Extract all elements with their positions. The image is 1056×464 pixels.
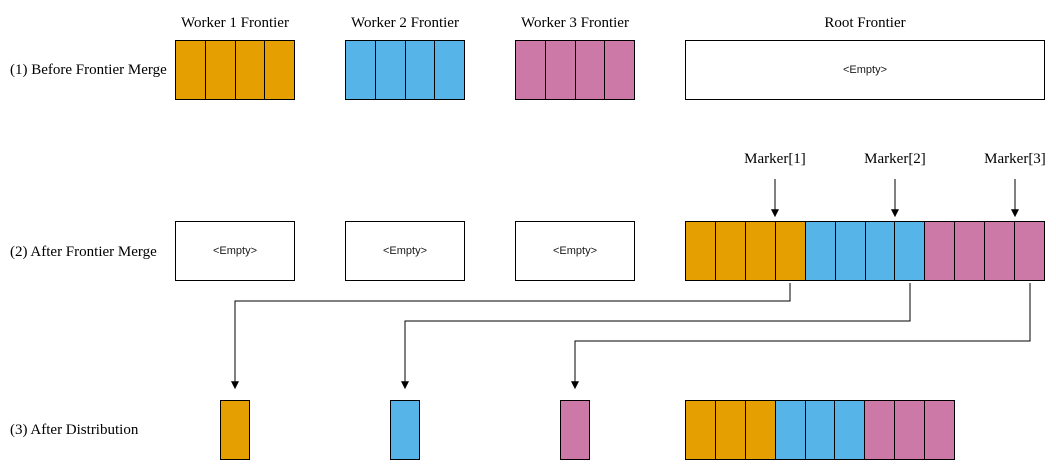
frontier-cell-worker1	[221, 401, 249, 459]
frontier-cell-worker2	[834, 401, 865, 459]
root-frontier-header: Root Frontier	[824, 15, 906, 31]
marker2-label: Marker[2]	[864, 151, 926, 167]
worker1-empty-label: <Empty>	[212, 245, 258, 257]
frontier-cell-worker1	[264, 41, 294, 99]
frontier-cell-worker1	[744, 401, 775, 459]
frontier-cell-worker1	[686, 401, 715, 459]
worker2-distributed-cell	[390, 400, 420, 460]
frontier-cell-worker3	[604, 41, 634, 99]
worker3-distributed-cell	[560, 400, 590, 460]
root-frontier-box-distributed	[685, 400, 955, 460]
frontier-cell-worker3	[864, 401, 895, 459]
frontier-cell-worker3	[984, 222, 1015, 280]
row-label-after-distribution: (3) After Distribution	[10, 422, 139, 438]
frontier-cell-worker1	[234, 41, 265, 99]
frontier-cell-worker3	[574, 41, 605, 99]
worker3-frontier-box-merged: <Empty>	[515, 221, 635, 281]
frontier-cell-worker3	[924, 222, 955, 280]
worker3-empty-label: <Empty>	[552, 245, 598, 257]
frontier-cell-worker2	[894, 222, 925, 280]
frontier-cell-worker1	[714, 222, 745, 280]
worker1-distributed-cell	[220, 400, 250, 460]
frontier-cell-worker1	[686, 222, 715, 280]
worker2-frontier-box-merged: <Empty>	[345, 221, 465, 281]
connector-root-to-worker2	[401, 283, 911, 390]
worker2-empty-label: <Empty>	[382, 245, 428, 257]
frontier-cell-worker3	[561, 401, 589, 459]
frontier-cell-worker2	[434, 41, 464, 99]
connector-root-to-worker1	[231, 283, 791, 390]
root-frontier-box-before: <Empty>	[685, 40, 1045, 100]
worker2-frontier-header: Worker 2 Frontier	[351, 15, 459, 31]
frontier-cell-worker1	[714, 401, 745, 459]
worker3-frontier-header: Worker 3 Frontier	[521, 15, 629, 31]
frontier-cell-worker1	[176, 41, 205, 99]
frontier-cell-worker3	[894, 401, 925, 459]
row-label-before-merge: (1) Before Frontier Merge	[10, 62, 167, 78]
frontier-cell-worker2	[804, 222, 835, 280]
worker1-frontier-box-merged: <Empty>	[175, 221, 295, 281]
worker3-frontier-box-before	[515, 40, 635, 100]
frontier-cell-worker3	[924, 401, 955, 459]
frontier-cell-worker3	[954, 222, 985, 280]
worker1-frontier-box-before	[175, 40, 295, 100]
frontier-cell-worker2	[834, 222, 865, 280]
frontier-cell-worker3	[544, 41, 575, 99]
frontier-cell-worker2	[391, 401, 419, 459]
frontier-cell-worker3	[516, 41, 545, 99]
frontier-cell-worker3	[1014, 222, 1045, 280]
frontier-cell-worker2	[864, 222, 895, 280]
worker1-frontier-header: Worker 1 Frontier	[181, 15, 289, 31]
marker3-label: Marker[3]	[984, 151, 1046, 167]
frontier-cell-worker2	[346, 41, 375, 99]
connector-root-to-worker3	[571, 283, 1031, 390]
row-label-after-merge: (2) After Frontier Merge	[10, 244, 157, 260]
root-frontier-empty-label: <Empty>	[842, 64, 888, 76]
frontier-cell-worker1	[744, 222, 775, 280]
frontier-cell-worker1	[774, 222, 805, 280]
marker1-label: Marker[1]	[744, 151, 806, 167]
frontier-cell-worker2	[374, 41, 405, 99]
root-frontier-box-merged	[685, 221, 1045, 281]
frontier-cell-worker1	[204, 41, 235, 99]
frontier-cell-worker2	[774, 401, 805, 459]
worker2-frontier-box-before	[345, 40, 465, 100]
frontier-cell-worker2	[404, 41, 435, 99]
frontier-cell-worker2	[804, 401, 835, 459]
